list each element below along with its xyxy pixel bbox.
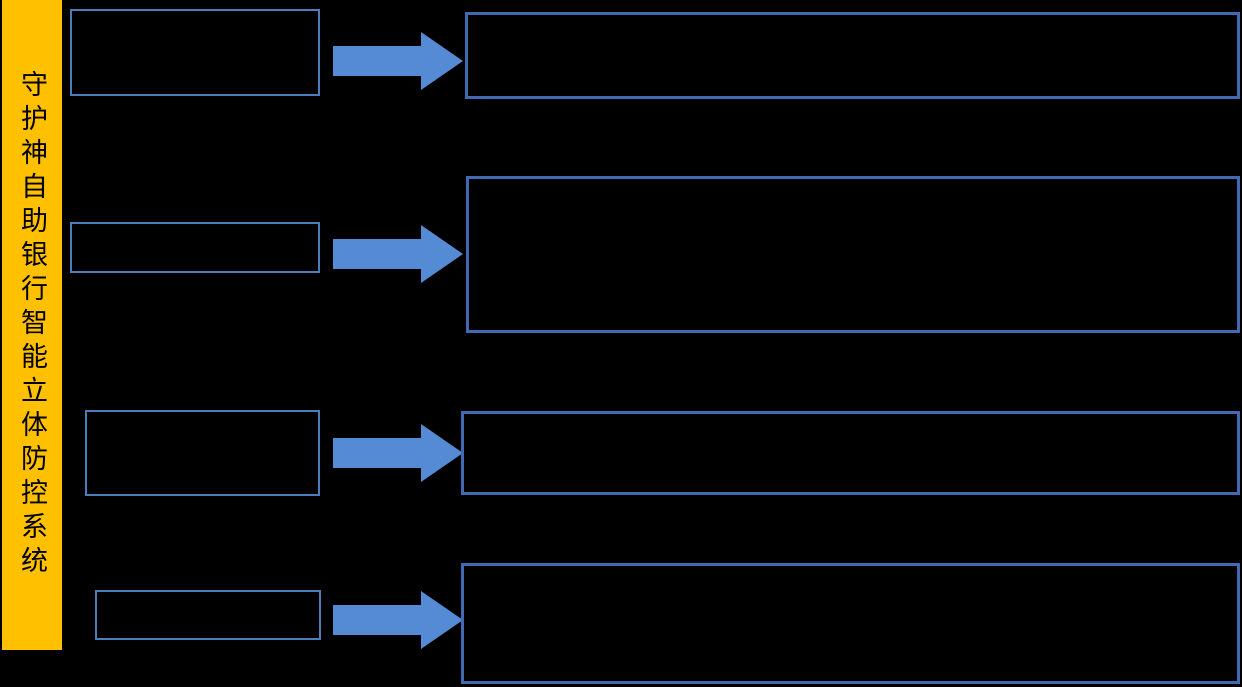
arrow-right-icon xyxy=(333,225,463,283)
arrow-right-icon xyxy=(333,424,463,482)
row3-source-box xyxy=(85,410,320,496)
arrow-right-icon xyxy=(333,591,463,649)
page-title: 守护神自助银行智能立体防控系统 xyxy=(17,70,47,580)
row1-target-box xyxy=(465,12,1240,99)
row1-source-box xyxy=(70,9,320,96)
title-bar: 守护神自助银行智能立体防控系统 xyxy=(2,0,62,650)
arrow-right-icon xyxy=(333,32,463,90)
row3-target-box xyxy=(461,411,1240,495)
row2-source-box xyxy=(70,222,320,273)
row4-source-box xyxy=(95,590,321,640)
row2-target-box xyxy=(466,176,1240,333)
row4-target-box xyxy=(461,563,1240,684)
